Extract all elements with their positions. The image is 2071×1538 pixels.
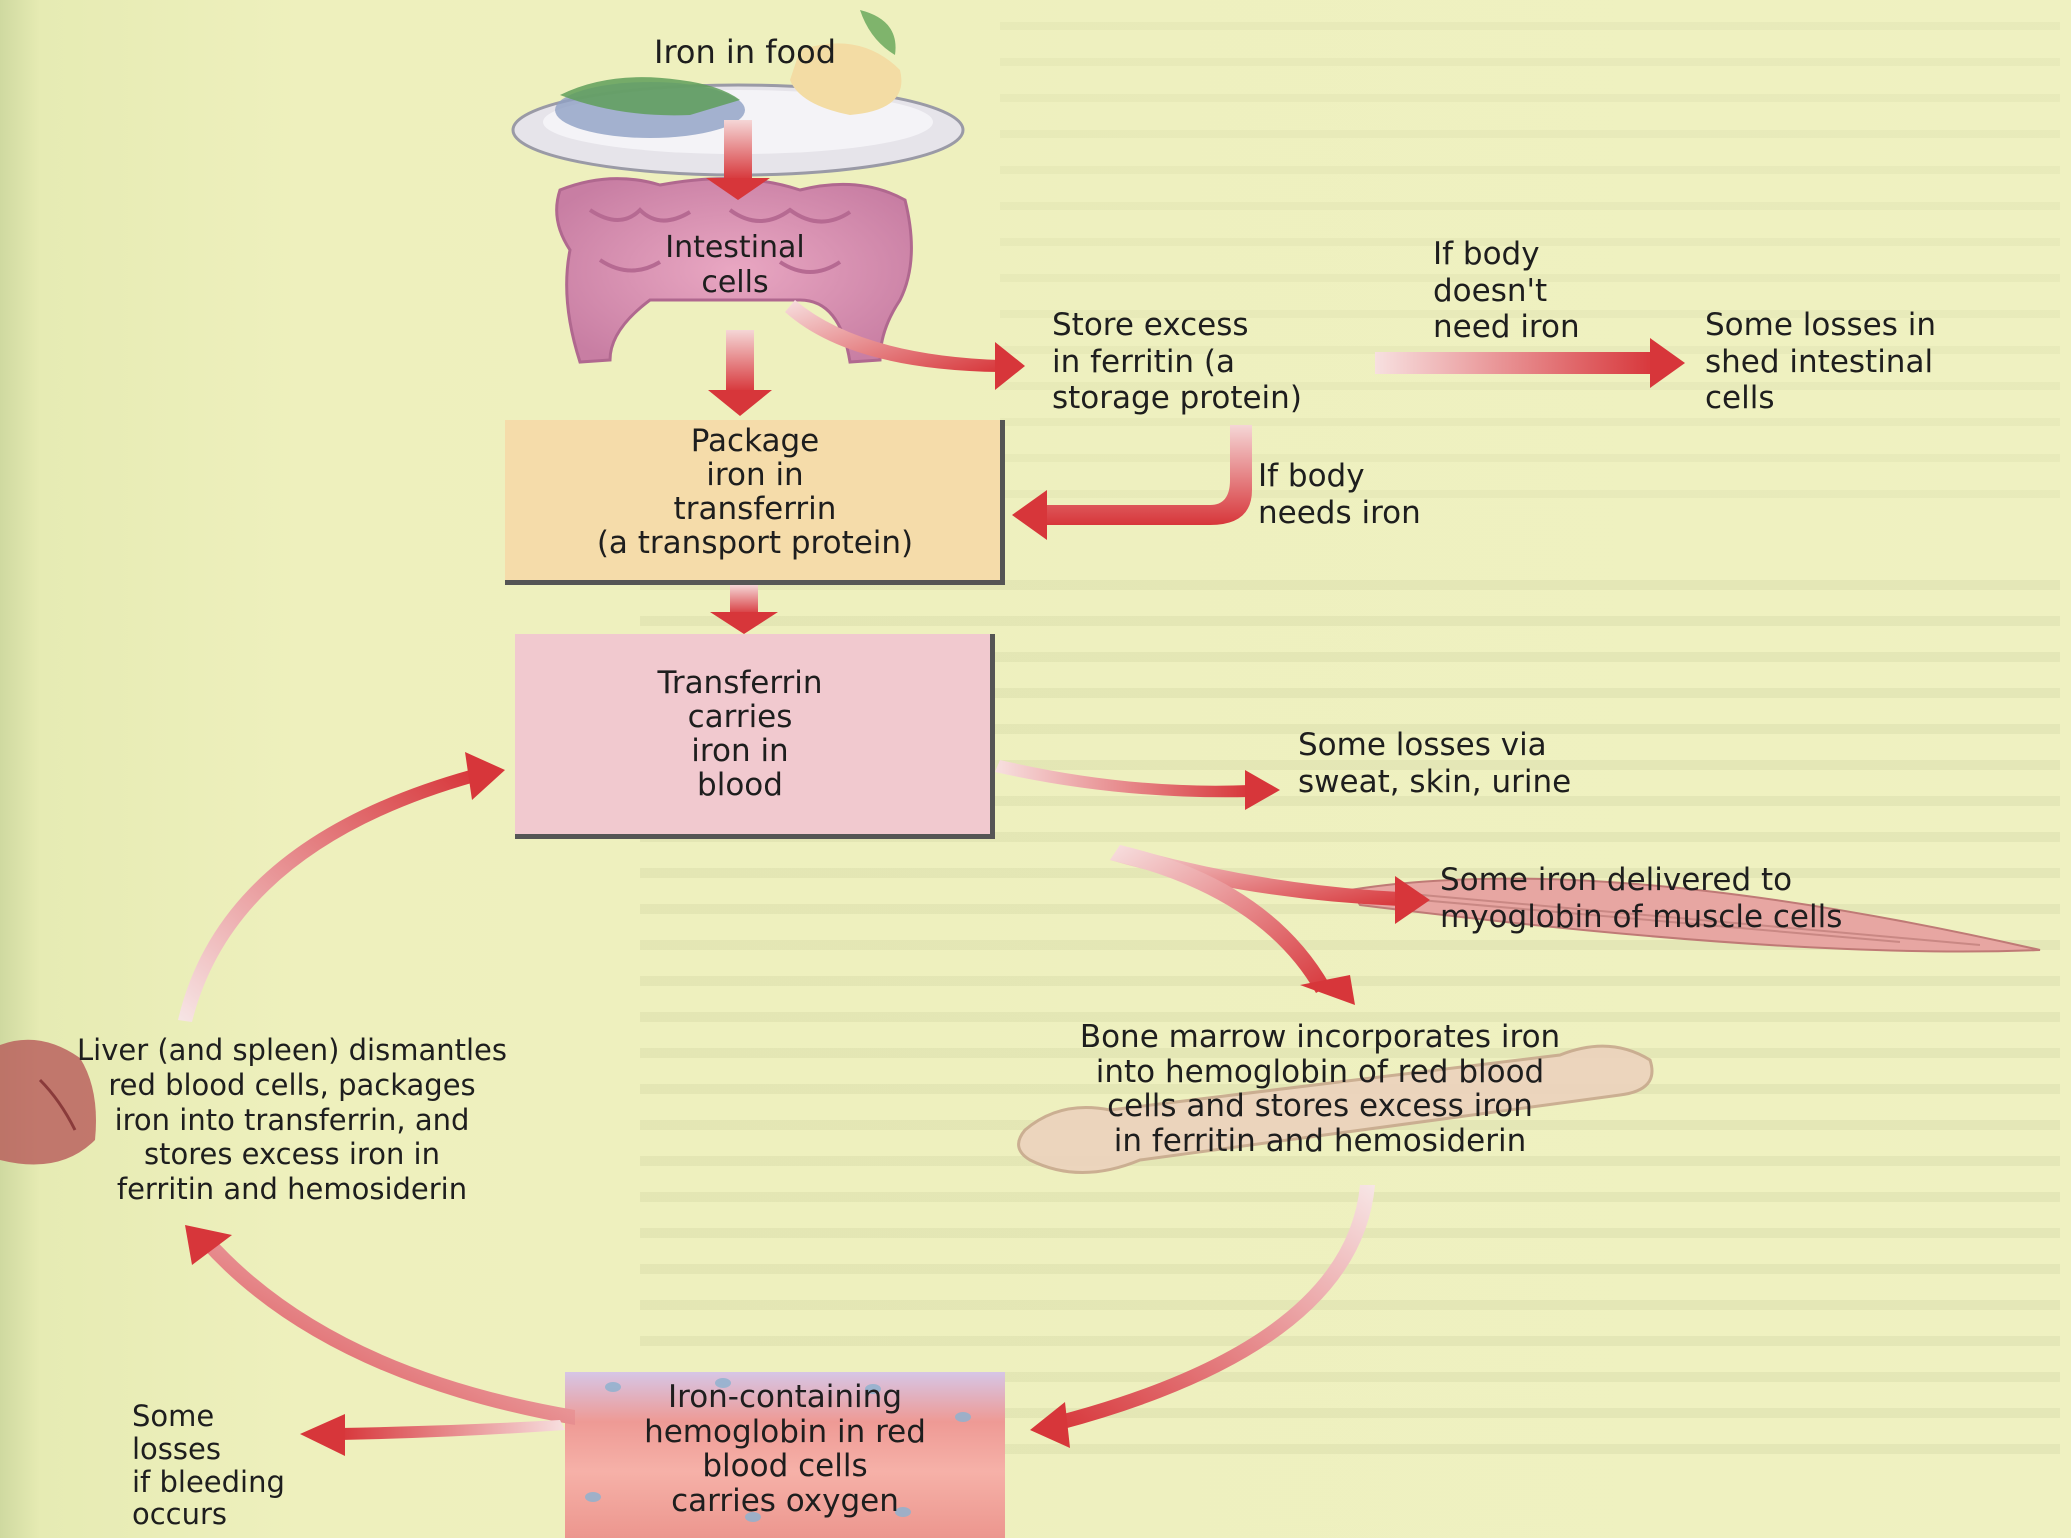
arrow-transferrin-to-bone-marrow — [1110, 845, 1355, 1005]
arrow-transferrin-to-sweat — [995, 760, 1280, 810]
red-blood-cells-icon — [565, 1372, 1005, 1538]
arrow-intestine-to-package — [708, 330, 772, 416]
label-losses-sweat-skin-urine: Some losses via sweat, skin, urine — [1298, 727, 1572, 800]
label-losses-shed-intestinal: Some losses in shed intestinal cells — [1705, 307, 1936, 417]
liver-icon — [0, 1039, 96, 1165]
arrow-rbc-to-liver — [185, 1225, 575, 1425]
label-package-iron-transferrin: Package iron in transferrin (a transport… — [596, 423, 914, 562]
arrow-food-to-intestine — [706, 120, 770, 200]
arrow-package-to-transferrin — [710, 585, 778, 634]
label-transferrin-carries-iron: Transferrin carries iron in blood — [657, 665, 823, 804]
arrow-rbc-to-bleeding — [300, 1414, 565, 1456]
muscle-cell-icon — [1348, 877, 2041, 953]
label-hemoglobin-rbc: Iron-containing hemoglobin in red blood … — [644, 1379, 926, 1520]
background-text-bleed-top — [1000, 0, 2060, 500]
package-iron-box — [505, 420, 1005, 585]
arrow-bone-marrow-to-rbc — [1030, 1185, 1375, 1448]
label-iron-in-food: Iron in food — [654, 33, 836, 71]
arrow-transferrin-to-muscle — [1110, 845, 1430, 924]
label-if-body-doesnt-need-iron: If body doesn't need iron — [1433, 236, 1580, 346]
label-myoglobin-muscle: Some iron delivered to myoglobin of musc… — [1440, 862, 1843, 935]
bone-icon — [1017, 1044, 1654, 1174]
label-bleeding-losses: Some losses if bleeding occurs — [132, 1399, 285, 1532]
arrow-ferritin-to-shed-cells — [1375, 338, 1685, 388]
arrow-ferritin-to-package — [1012, 425, 1252, 540]
label-bone-marrow: Bone marrow incorporates iron into hemog… — [1079, 1019, 1561, 1160]
label-liver-spleen: Liver (and spleen) dismantles red blood … — [77, 1033, 507, 1207]
transferrin-box — [515, 634, 995, 839]
label-store-excess-ferritin: Store excess in ferritin (a storage prot… — [1052, 307, 1302, 417]
arrow-intestine-to-ferritin — [785, 300, 1025, 390]
label-intestinal-cells: Intestinal cells — [665, 230, 805, 301]
label-if-body-needs-iron: If body needs iron — [1258, 458, 1421, 531]
arrow-liver-to-transferrin — [178, 752, 505, 1022]
